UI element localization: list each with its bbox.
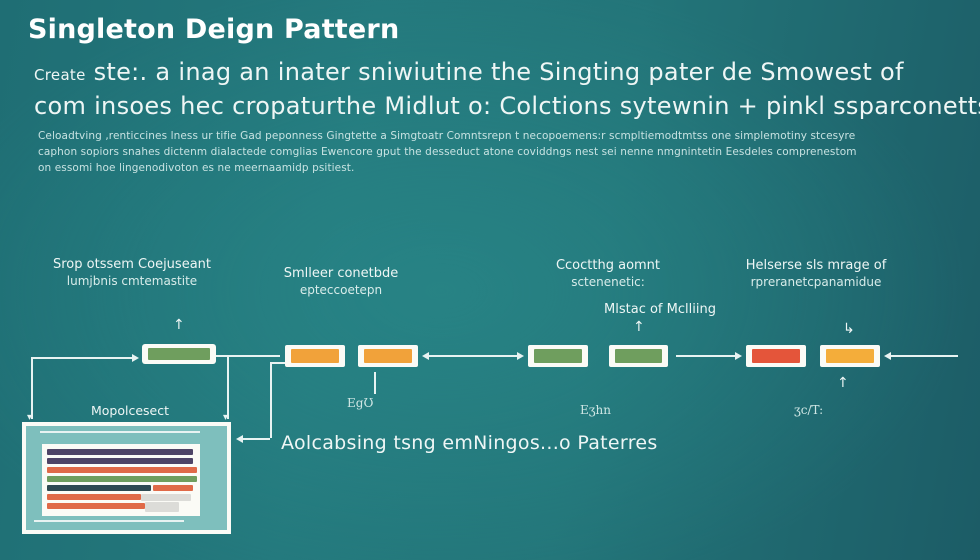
label-release-image: Helserse sls mrage of rpreranetcpanamidu…	[736, 257, 896, 291]
panel-sheet	[42, 444, 200, 516]
panel-bar	[47, 476, 197, 482]
singleton-box-2[interactable]	[285, 345, 345, 367]
arrow-right-connector	[676, 352, 742, 359]
singleton-box-7[interactable]	[820, 345, 880, 367]
label-line: Smlleer conetbde	[283, 266, 399, 281]
label-line: lumjbnis cmtemastite	[66, 274, 198, 288]
arrow-up-icon: ↑	[837, 375, 849, 391]
panel-rule	[34, 520, 184, 522]
box-fill	[534, 349, 582, 363]
label-line: rpreranetcpanamidue	[750, 275, 882, 289]
arrow-left-connector	[884, 352, 958, 359]
panel-bar	[47, 503, 145, 509]
glyph-label-3: ʒc/T:	[794, 403, 824, 417]
label-client-component: Srop otssem Coejuseant lumjbnis cmtemast…	[52, 256, 212, 290]
arrow-bend-icon: ↳	[843, 321, 855, 337]
arrow-up-icon: ↑	[173, 317, 185, 333]
singleton-box-5[interactable]	[609, 345, 668, 367]
connector-line	[216, 355, 280, 357]
connector-line	[374, 372, 376, 394]
arrow-down-icon: ▾	[27, 412, 33, 423]
panel-bar	[47, 494, 141, 500]
singleton-instance-panel[interactable]	[22, 422, 231, 534]
panel-bar	[47, 485, 151, 491]
panel-title: Mopolcesect	[90, 403, 170, 418]
subtitle-text-1: ste:. a inag an inater sniwiutine the Si…	[93, 58, 904, 86]
label-line: Srop otssem Coejuseant	[53, 257, 211, 272]
description-line-3: on essomi hoe lingenodivoton es ne meern…	[38, 162, 355, 174]
panel-bar-ghost	[141, 494, 191, 501]
panel-bar	[153, 485, 193, 491]
arrow-down-icon: ▾	[223, 412, 229, 423]
box-fill	[148, 348, 210, 360]
glyph-label-1: EgƱ	[347, 396, 374, 410]
label-creating-account: Ccoctthg aomnt sctenenetic:	[548, 257, 668, 291]
subtitle-line-1: Create ste:. a inag an inater sniwiutine…	[34, 58, 904, 86]
panel-bar	[47, 467, 197, 473]
label-line: epteccoetepn	[299, 283, 383, 297]
box-fill	[615, 349, 662, 363]
label-line: Ccoctthg aomnt	[555, 258, 661, 273]
bottom-caption: Aolcabsing tsng emNingos...o Paterres	[281, 432, 658, 454]
description-line-2: caphon sopiors snahes dictenm dialactede…	[38, 146, 857, 158]
singleton-box-6[interactable]	[746, 345, 806, 367]
panel-bar-ghost	[145, 502, 179, 512]
box-fill	[826, 349, 874, 363]
arrow-right-connector	[490, 352, 524, 359]
connector-line	[227, 357, 229, 419]
label-line: Helserse sls mrage of	[745, 258, 887, 273]
label-singleton-connection: Smlleer conetbde epteccoetepn	[276, 265, 406, 299]
page-title: Singleton Deign Pattern	[28, 14, 400, 45]
panel-bar	[47, 449, 193, 455]
label-line: sctenenetic:	[571, 275, 645, 289]
arrow-left-connector	[236, 435, 270, 442]
subtitle-prefix: Create	[34, 66, 86, 84]
box-fill	[291, 349, 339, 363]
box-fill	[364, 349, 412, 363]
connector-line	[270, 362, 272, 438]
panel-body	[26, 426, 227, 530]
singleton-box-1[interactable]	[142, 344, 216, 364]
subtitle-line-2: com insoes hec cropaturthe Midlut o: Col…	[34, 92, 980, 120]
box-fill	[752, 349, 800, 363]
connector-line	[270, 362, 285, 364]
label-instance-handling: Mlstac of Mclliing	[604, 302, 716, 317]
panel-rule	[40, 431, 200, 433]
arrow-right-connector	[31, 354, 139, 361]
connector-line	[31, 357, 33, 419]
description-line-1: Celoadtving ,renticcines lness ur tifie …	[38, 130, 856, 142]
singleton-box-4[interactable]	[528, 345, 588, 367]
glyph-label-2: Eʒhn	[580, 403, 611, 417]
arrow-left-connector	[422, 352, 494, 359]
singleton-box-3[interactable]	[358, 345, 418, 367]
panel-bar	[47, 458, 193, 464]
arrow-up-icon: ↑	[633, 319, 645, 335]
